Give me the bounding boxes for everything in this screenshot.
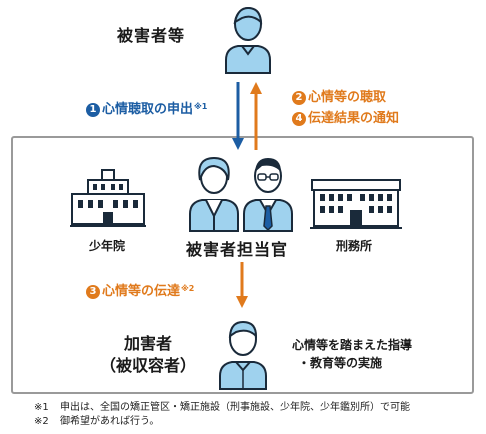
juvenile-facility-icon (70, 169, 146, 227)
victim-person-icon (225, 6, 271, 74)
step3-number: 3 (86, 285, 100, 299)
arrows-victim-officer (232, 82, 262, 150)
footnote-2: ※2 御希望があれば行う。 (34, 415, 410, 429)
step3-arrowhead (236, 296, 248, 308)
footnotes: ※1 申出は、全国の矯正管区・矯正施設（刑事施設、少年院、少年鑑別所）で可能 ※2… (34, 401, 410, 429)
step2-label: 心情等の聴取 (308, 90, 387, 105)
guidance-text: 心情等を踏まえた指導 ・教育等の実施 (292, 336, 412, 372)
step2-arrowhead (250, 82, 262, 94)
step1-label: 心情聴取の申出 (102, 102, 194, 117)
step1-number: 1 (86, 103, 100, 117)
footnote-1-text: 申出は、全国の矯正管区・矯正施設（刑事施設、少年院、少年鑑別所）で可能 (60, 402, 410, 413)
offender-label-line1: 加害者 (124, 334, 173, 353)
step2-number: 2 (292, 91, 306, 105)
juvenile-facility-label: 少年院 (89, 239, 126, 253)
guidance-line1: 心情等を踏まえた指導 (292, 338, 413, 352)
officer-label: 被害者担当官 (186, 240, 289, 259)
prison-facility-label: 刑務所 (336, 239, 373, 253)
step3-label: 心情等の伝達 (102, 284, 181, 299)
footnote-2-text: 御希望があれば行う。 (60, 416, 160, 427)
prison-facility-icon (310, 179, 402, 229)
step3-note: ※2 (181, 284, 195, 293)
footnote-1: ※1 申出は、全国の矯正管区・矯正施設（刑事施設、少年院、少年鑑別所）で可能 (34, 401, 410, 415)
guidance-line2: ・教育等の実施 (298, 356, 383, 370)
offender-label-line2: （被収容者） (100, 356, 197, 375)
step1-note: ※1 (194, 102, 208, 111)
victim-label: 被害者等 (117, 26, 186, 45)
step1-arrowhead (232, 138, 244, 150)
footnote-1-mark: ※1 (34, 402, 49, 413)
offender-label: 加害者 （被収容者） (100, 333, 196, 377)
offender-person-icon (219, 320, 267, 390)
step4-label: 伝達結果の通知 (308, 111, 400, 126)
step3-arrow-svg (236, 262, 248, 308)
step4-number: 4 (292, 112, 306, 126)
footnote-2-mark: ※2 (34, 416, 49, 427)
officers-icon (189, 156, 293, 232)
